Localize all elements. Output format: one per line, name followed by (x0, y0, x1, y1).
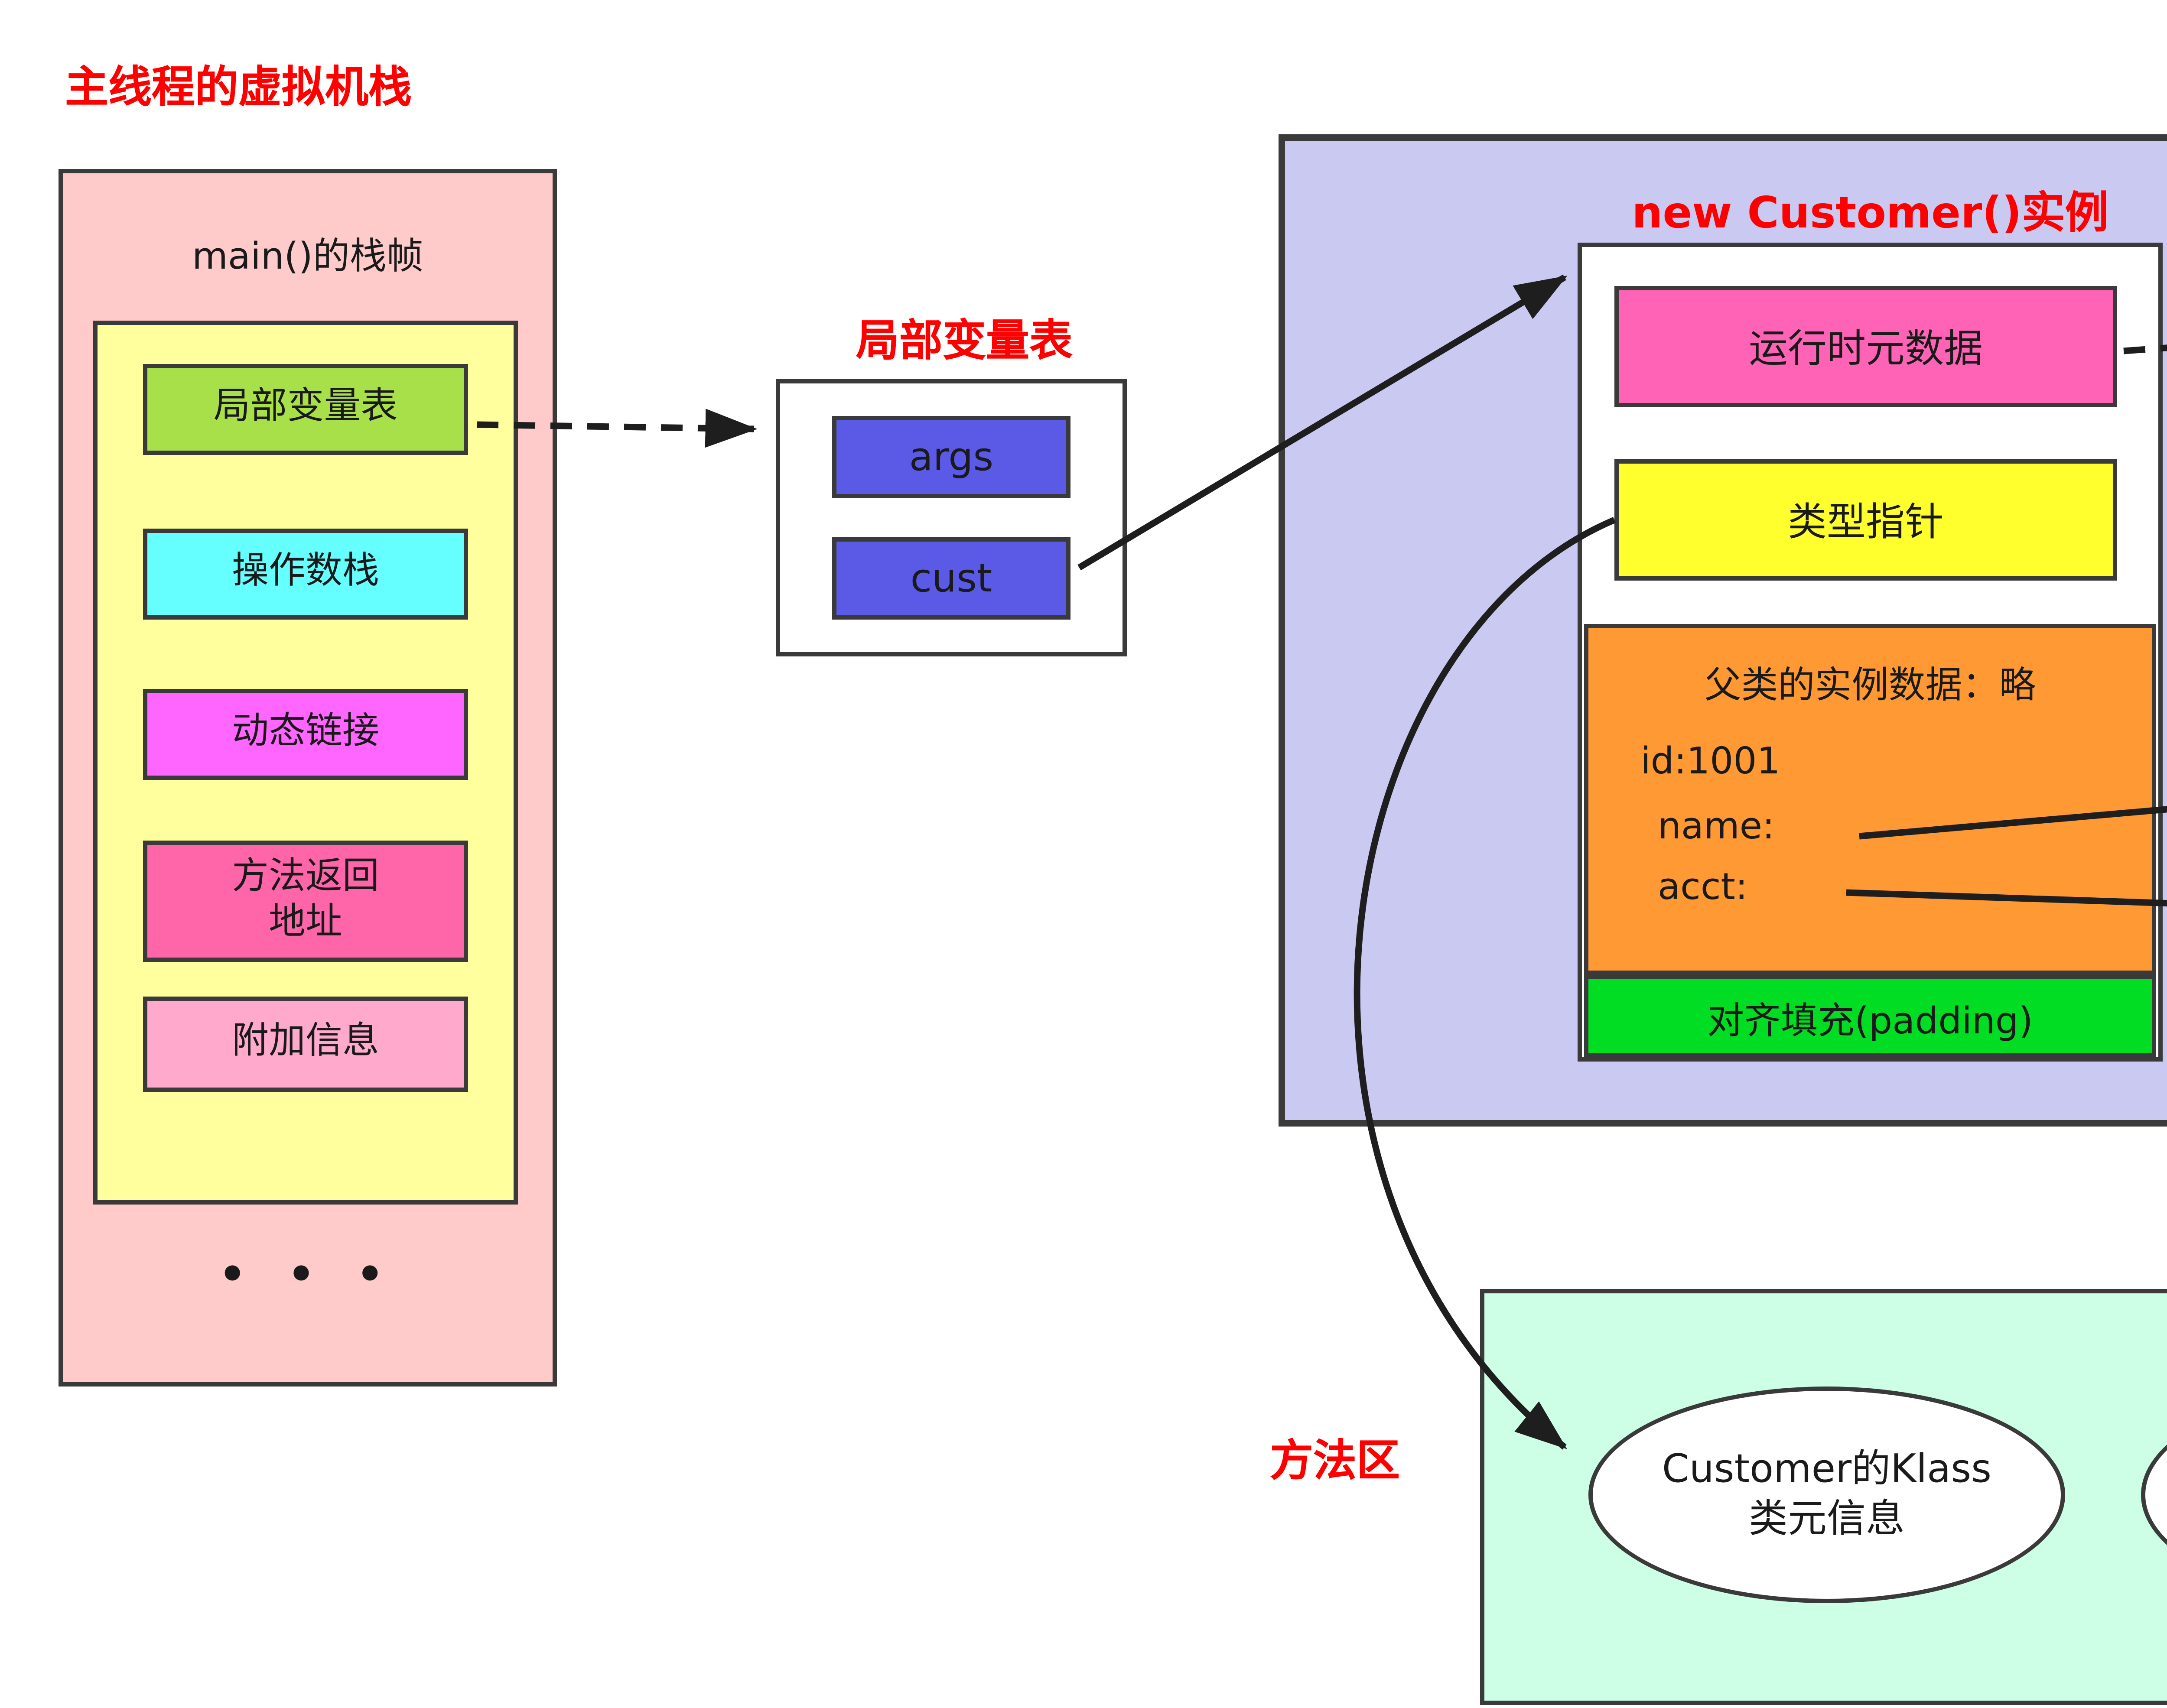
stack-frame-title: main()的栈帧 (192, 236, 423, 279)
stack-title: 主线程的虚拟机栈 (65, 61, 412, 113)
customer-instance-title: new Customer()实例 (1632, 186, 2108, 238)
instance-data-label: 实例数据 (Instance Data) (2145, 689, 2167, 797)
stack-item-dynamic-linking: 动态链接 (143, 689, 468, 780)
customer-klass-ellipse: Customer的Klass 类元信息 (1588, 1387, 2065, 1603)
instance-field-name: name: (1658, 806, 1775, 849)
stack-ellipsis: • • • (218, 1248, 397, 1300)
var-cust: cust (832, 537, 1070, 620)
padding-box: 对齐填充(padding) (1584, 975, 2156, 1057)
instance-field-acct: acct: (1658, 867, 1748, 910)
instance-field-parent: 父类的实例数据：略 (1704, 665, 2036, 708)
local-var-table-title: 局部变量表 (856, 314, 1073, 366)
stack-item-operand-stack: 操作数栈 (143, 529, 468, 620)
stack-item-return-address: 方法返回 地址 (143, 841, 468, 962)
stack-item-additional-info: 附加信息 (143, 997, 468, 1092)
instance-field-id: id:1001 (1640, 741, 1780, 784)
runtime-metadata-box: 运行时元数据 (1614, 286, 2117, 407)
stack-item-local-variable-table: 局部变量表 (143, 364, 468, 455)
instance-data-box: 父类的实例数据：略 id:1001 name: acct: (1584, 624, 2156, 975)
var-args: args (832, 416, 1070, 498)
method-area-label: 方法区 (1270, 1434, 1400, 1486)
type-pointer-box: 类型指针 (1614, 459, 2117, 581)
object-header-label: 对象头 (Header) (2134, 477, 2167, 585)
